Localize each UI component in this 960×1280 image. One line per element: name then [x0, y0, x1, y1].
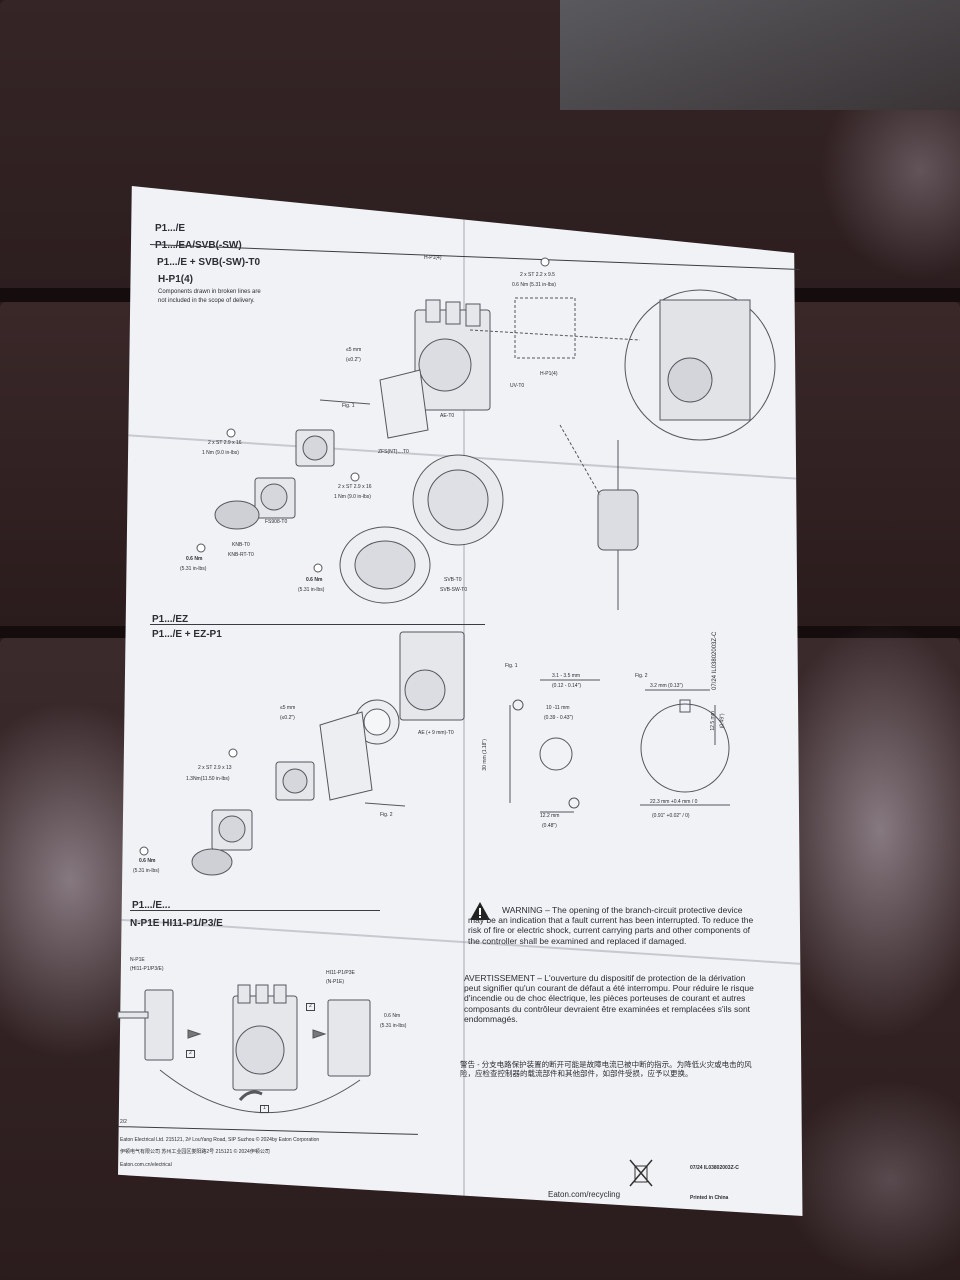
fig1-d2i: (0.39 - 0.43") [544, 715, 574, 721]
label-svb: SVB-T0 [444, 577, 462, 583]
label-uv: UV-T0 [510, 383, 525, 389]
s2-screw: 2 x ST 2.9 x 13 [198, 765, 232, 771]
warning-en: WARNING – The opening of the branch-circ… [468, 905, 754, 946]
corner-object [560, 0, 960, 110]
s2-le02: (≤0.2") [280, 715, 295, 721]
fig2-d3i: (0.91" +0.02" / 0) [652, 813, 690, 819]
label-torque-center: 1 Nm (9.0 in-lbs) [334, 494, 371, 500]
label-inlbs-b: (5.31 in-lbs) [298, 587, 325, 593]
s3-hi11b: (N-P1E) [326, 979, 345, 985]
title-line-4: H-P1(4) [158, 274, 194, 285]
warning-fr: AVERTISSEMENT – L'ouverture du dispositi… [464, 973, 754, 1024]
footer-code: 07/24 IL03802003Z-C [690, 1165, 739, 1171]
page-number: 2/2 [120, 1119, 127, 1125]
step-1: 1 [260, 1105, 269, 1113]
label-nm06-b: 0.6 Nm [306, 577, 323, 583]
s2-ae9: AE (+ 9 mm)-T0 [418, 730, 454, 736]
label-screw-center: 2 x ST 2.9 x 16 [338, 484, 372, 490]
label-fs908: FS908-T0 [265, 519, 288, 525]
s2-le5: ≤5 mm [280, 705, 296, 711]
s2-nm06: 0.6 Nm [139, 858, 156, 864]
s3-hi11: HI11-P1/P3E [326, 970, 355, 976]
fig1-label: Fig. 1 [505, 663, 518, 669]
fig1-d2: 10 -11 mm [546, 705, 570, 711]
scope-note-2: not included in the scope of delivery. [158, 298, 255, 304]
label-fig1: Fig. 1 [342, 403, 355, 409]
step-2a: 2 [306, 1003, 315, 1011]
footer-address-cn: 伊顿电气有限公司 苏州工业园区娄阳路2号 215121 © 2024伊顿公司 [120, 1149, 270, 1155]
recycling-bin-icon [629, 1159, 653, 1187]
fig1-d1i: (0.12 - 0.14") [552, 683, 582, 689]
label-screw-top: 2 x ST 2.2 x 9.5 [520, 272, 555, 278]
s3-inlbs: (5.31 in-lbs) [380, 1023, 407, 1029]
label-nm06-a: 0.6 Nm [186, 556, 203, 562]
label-inlbs-a: (5.31 in-lbs) [180, 566, 207, 572]
s3-nm06: 0.6 Nm [384, 1013, 401, 1019]
section3-title-1: P1.../E... [132, 900, 171, 911]
s3-npe2: (HI11-P1/P3/E) [130, 966, 164, 972]
label-torque-top: 0.6 Nm (5.31 in-lbs) [512, 282, 556, 288]
section2-rule [150, 624, 485, 625]
title-line-3: P1.../E + SVB(-SW)-T0 [157, 257, 261, 268]
fig2-d3: 22.3 mm +0.4 mm / 0 [650, 799, 698, 805]
printed-in: Printed in China [690, 1195, 729, 1201]
label-zfs: ZFS(NT)....T0 [378, 449, 409, 455]
label-le02a: (≤0.2") [346, 357, 361, 363]
footer-address: Eaton Electrical Ltd. 215121, 2# LouYang… [120, 1137, 320, 1143]
warning-cn: 警告 - 分支电路保护装置的断开可能是故障电流已被中断的指示。为降低火灾或电击的… [460, 1060, 752, 1078]
fig2-d1: 3.2 mm (0.13") [650, 683, 683, 689]
s2-torque: 1.3Nm(11.50 in-lbs) [186, 776, 230, 782]
warning-triangle-icon [470, 902, 490, 920]
fig1-d4: 12.2 mm [540, 813, 560, 819]
fig1-d1: 3.1 - 3.5 mm [552, 673, 581, 679]
s2-fig2: Fig. 2 [380, 812, 393, 818]
label-ae: AE-T0 [440, 413, 455, 419]
section3-title-2: N-P1E HI11-P1/P3/E [130, 918, 223, 929]
label-hp1-top: H-P1(4) [424, 255, 442, 261]
label-svb-sw: SVB-SW-T0 [440, 587, 468, 593]
s3-npe: N-P1E [130, 957, 145, 963]
section2-title-2: P1.../E + EZ-P1 [152, 629, 222, 640]
label-knb: KNB-T0 [232, 542, 250, 548]
label-le5a: ≤5 mm [346, 347, 362, 353]
scope-note-1: Components drawn in broken lines are [158, 289, 261, 295]
step-2b: 2 [186, 1050, 195, 1058]
fig1-d4i: (0.48") [542, 823, 557, 829]
fig2-label: Fig. 2 [635, 673, 648, 679]
s2-inlbs: (5.31 in-lbs) [133, 868, 160, 874]
section3-rule [130, 910, 380, 911]
label-hp1-mid: H-P1(4) [540, 371, 558, 377]
label-knb-rt: KNB-RT-T0 [228, 552, 254, 558]
footer-url: Eaton.com.cn/electrical [120, 1162, 172, 1168]
label-screw-left: 2 x ST 2.9 x 16 [208, 440, 242, 446]
label-torque-left: 1 Nm (9.0 in-lbs) [202, 450, 239, 456]
section2-title-1: P1.../EZ [152, 614, 189, 625]
title-line-1: P1.../E [155, 223, 186, 234]
recycling-url: Eaton.com/recycling [548, 1190, 621, 1199]
